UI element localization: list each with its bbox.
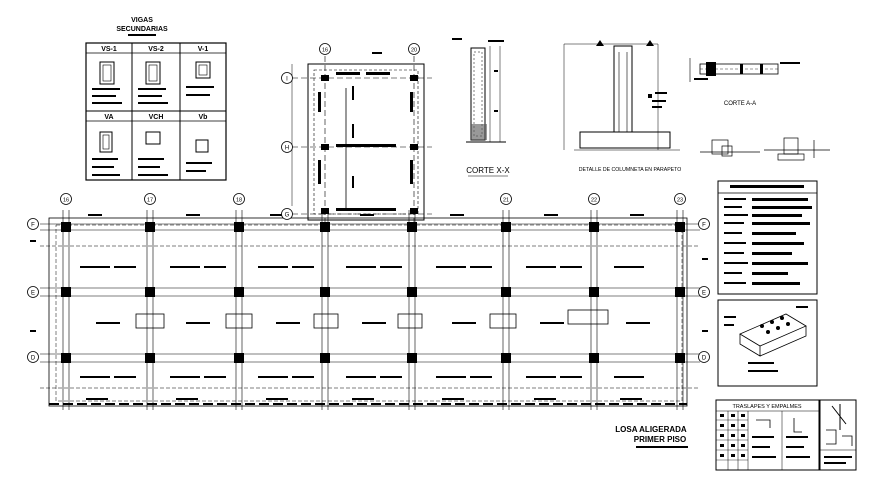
section-aa-label: CORTE A-A: [724, 101, 756, 107]
column-detail: DETALLE DE COLUMNETA EN PARAPETO: [563, 40, 682, 173]
beam-schedule: VIGAS SECUNDARIAS VS-1 VS-2 V-1 VA VCH V…: [85, 17, 227, 181]
top-plan: [291, 52, 432, 222]
plan-title-line2: PRIMER PISO: [634, 435, 686, 444]
splice-table-title: TRASLAPES Y EMPALMES: [732, 404, 801, 410]
grid-bubble-left-i: I: [281, 72, 293, 84]
splice-table: TRASLAPES Y EMPALMES: [715, 399, 857, 471]
slab-isometric: [717, 299, 818, 387]
svg-text:E: E: [702, 291, 706, 297]
schedule-cell-vch: VCH: [149, 114, 164, 121]
main-slab-plan: [30, 210, 708, 410]
footing-details: [700, 137, 830, 161]
svg-text:21: 21: [503, 198, 509, 204]
schedule-title-line2: SECUNDARIAS: [116, 26, 168, 33]
svg-text:F: F: [31, 223, 35, 229]
svg-text:F: F: [702, 223, 706, 229]
svg-text:G: G: [285, 213, 290, 219]
grid-bubble-main-23: 23: [674, 193, 686, 205]
svg-text:H: H: [285, 146, 289, 152]
grid-bubble-left-f: F: [27, 218, 39, 230]
grid-bubble-right-e: E: [698, 286, 710, 298]
grid-bubble-left-d: D: [27, 351, 39, 363]
section-xx-label: CORTE X-X: [466, 166, 510, 175]
plan-title-line1: LOSA ALIGERADA: [615, 425, 687, 434]
grid-bubble-main-21: 21: [500, 193, 512, 205]
schedule-cell-v1: V-1: [198, 46, 209, 53]
svg-text:I: I: [286, 77, 288, 83]
svg-text:18: 18: [236, 198, 242, 204]
svg-text:23: 23: [677, 198, 683, 204]
grid-bubble-main-18: 18: [233, 193, 245, 205]
schedule-cell-vs2: VS-2: [148, 46, 164, 53]
plan-title: LOSA ALIGERADA PRIMER PISO: [615, 425, 688, 448]
grid-bubble-main-17: 17: [144, 193, 156, 205]
svg-text:D: D: [702, 356, 707, 362]
schedule-cell-vs1: VS-1: [101, 46, 117, 53]
grid-bubble-top-20: 20: [408, 43, 420, 55]
grid-bubble-right-d: D: [698, 351, 710, 363]
grid-bubbles: 16 20 I H G 16 17 18: [27, 43, 710, 363]
svg-text:E: E: [31, 291, 35, 297]
section-aa: CORTE A-A: [689, 58, 800, 107]
schedule-cell-vb: Vb: [199, 114, 208, 121]
svg-text:22: 22: [591, 198, 597, 204]
grid-bubble-top-16: 16: [319, 43, 331, 55]
grid-bubble-left-g: G: [281, 208, 293, 220]
grid-bubble-main-16: 16: [60, 193, 72, 205]
schedule-title-line1: VIGAS: [131, 17, 153, 24]
svg-text:D: D: [31, 356, 36, 362]
grid-bubble-right-f: F: [698, 218, 710, 230]
svg-text:20: 20: [411, 48, 417, 54]
grid-bubble-left-e: E: [27, 286, 39, 298]
section-xx: CORTE X-X: [452, 38, 510, 177]
svg-text:16: 16: [63, 198, 69, 204]
general-notes: [717, 180, 818, 295]
column-detail-label: DETALLE DE COLUMNETA EN PARAPETO: [579, 167, 682, 173]
svg-text:16: 16: [322, 48, 328, 54]
schedule-cell-va: VA: [104, 114, 113, 121]
grid-bubble-left-h: H: [281, 141, 293, 153]
svg-text:17: 17: [147, 198, 153, 204]
grid-bubble-main-22: 22: [588, 193, 600, 205]
